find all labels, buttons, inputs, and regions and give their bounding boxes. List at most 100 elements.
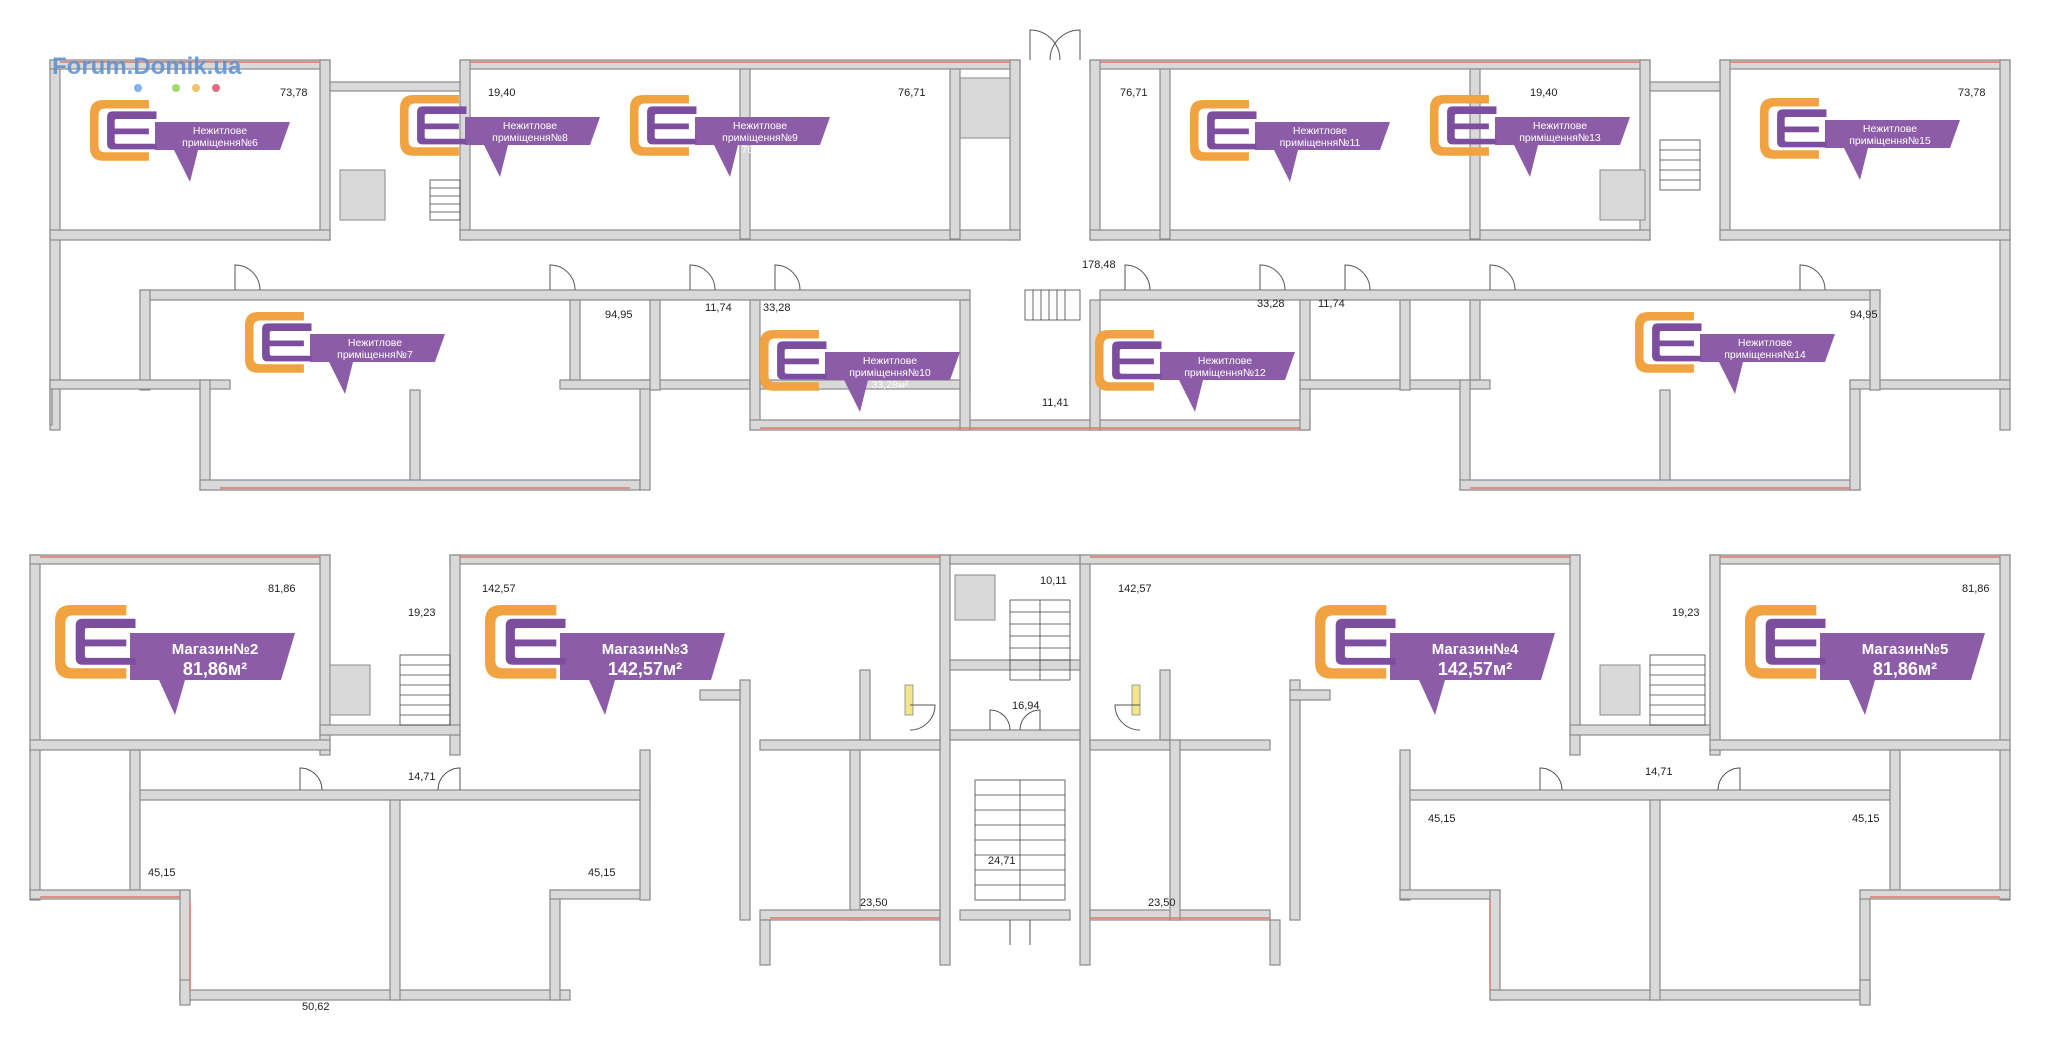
- shop-banner-2: Магазин№2 81,86м²: [55, 605, 295, 715]
- area-label: 76,71: [1120, 87, 1148, 99]
- area-label: 14,71: [1645, 766, 1673, 778]
- unit-subtitle: приміщення№15: [1849, 135, 1931, 147]
- watermark: Forum.Domik.ua: [52, 53, 242, 92]
- unit-title: Нежитлове: [1738, 337, 1792, 349]
- company-logo-icon: [400, 95, 467, 156]
- upper-area-labels: 73,78 19,40 76,71 76,71 19,40 73,78 178,…: [280, 87, 1986, 409]
- shop-area: 142,57м²: [608, 659, 682, 679]
- area-label: 11,41: [1042, 397, 1069, 409]
- unit-area: 33,28м²: [1207, 379, 1244, 391]
- area-label: 94,95: [1850, 309, 1878, 321]
- lower-floor-plan: [29, 554, 2011, 1006]
- unit-area: 19,40м²: [1542, 144, 1579, 156]
- area-label: 178,48: [1082, 259, 1116, 271]
- area-label: 33,28: [763, 302, 791, 314]
- watermark-dot-icon: [212, 84, 220, 92]
- unit-banner-11: Нежитлове приміщення№11 76,71м²: [1190, 100, 1390, 182]
- area-label: 10,11: [1040, 575, 1067, 587]
- area-label: 94,95: [605, 309, 633, 321]
- area-label: 45,15: [148, 867, 176, 879]
- company-logo-icon: [1190, 100, 1257, 161]
- area-label: 19,40: [1530, 87, 1558, 99]
- unit-area: 73,78м²: [202, 149, 239, 161]
- unit-subtitle: приміщення№7: [337, 349, 413, 361]
- unit-title: Нежитлове: [503, 120, 557, 132]
- shop-banner-5: Магазин№5 81,86м²: [1745, 605, 1985, 715]
- unit-subtitle: приміщення№14: [1724, 349, 1806, 361]
- unit-subtitle: приміщення№13: [1519, 132, 1601, 144]
- unit-title: Нежитлове: [733, 120, 787, 132]
- shop-name: Магазин№4: [1432, 641, 1519, 658]
- area-label: 23,50: [860, 897, 888, 909]
- area-label: 19,23: [1672, 607, 1700, 619]
- area-label: 19,23: [408, 607, 436, 619]
- unit-area: 33,28м²: [872, 379, 909, 391]
- unit-area: 19,40м²: [512, 144, 549, 156]
- unit-area: 76,71м²: [1302, 149, 1339, 161]
- company-logo-icon: [1315, 605, 1396, 679]
- lower-area-labels: 81,86 19,23 142,57 10,11 142,57 19,23 81…: [148, 575, 1990, 1013]
- unit-banner-13: Нежитлове приміщення№13 19,40м²: [1430, 95, 1630, 177]
- company-logo-icon: [485, 605, 566, 679]
- unit-subtitle: приміщення№11: [1280, 137, 1361, 149]
- company-logo-icon: [245, 312, 312, 373]
- area-label: 16,94: [1012, 700, 1040, 712]
- area-label: 81,86: [268, 583, 296, 595]
- unit-banner-6: Нежитлове приміщення№6 73,78м²: [90, 100, 290, 182]
- unit-area: 94,95м²: [1747, 361, 1784, 373]
- unit-subtitle: приміщення№6: [182, 137, 258, 149]
- unit-banner-9: Нежитлове приміщення№9 76,71м²: [630, 95, 830, 177]
- company-logo-icon: [90, 100, 157, 161]
- unit-title: Нежитлове: [193, 125, 247, 137]
- unit-banner-12: Нежитлове приміщення№12 33,28м²: [1095, 330, 1295, 412]
- unit-subtitle: приміщення№10: [849, 367, 931, 379]
- area-label: 33,28: [1257, 298, 1285, 310]
- unit-area: 94,95м²: [357, 361, 394, 373]
- unit-title: Нежитлове: [1198, 355, 1252, 367]
- area-label: 142,57: [1118, 583, 1152, 595]
- company-logo-icon: [1430, 95, 1497, 156]
- unit-banner-15: Нежитлове приміщення№15 73,78м²: [1760, 98, 1960, 180]
- company-logo-icon: [630, 95, 697, 156]
- area-label: 142,57: [482, 583, 516, 595]
- unit-title: Нежитлове: [348, 337, 402, 349]
- unit-banner-8: Нежитлове приміщення№8 19,40м²: [400, 95, 600, 177]
- area-label: 73,78: [1958, 87, 1986, 99]
- watermark-dot-icon: [172, 84, 180, 92]
- unit-banner-14: Нежитлове приміщення№14 94,95м²: [1635, 312, 1835, 394]
- area-label: 45,15: [1852, 813, 1880, 825]
- area-label: 50,62: [302, 1001, 330, 1013]
- company-logo-icon: [1745, 605, 1826, 679]
- company-logo-icon: [1095, 330, 1162, 391]
- unit-subtitle: приміщення№8: [492, 132, 568, 144]
- unit-subtitle: приміщення№12: [1184, 367, 1266, 379]
- area-label: 45,15: [1428, 813, 1456, 825]
- shop-area: 81,86м²: [1873, 659, 1937, 679]
- area-label: 14,71: [408, 771, 436, 783]
- unit-title: Нежитлове: [863, 355, 917, 367]
- unit-title: Нежитлове: [1533, 120, 1587, 132]
- watermark-dot-icon: [134, 84, 142, 92]
- company-logo-icon: [1635, 312, 1702, 373]
- unit-banner-7: Нежитлове приміщення№7 94,95м²: [245, 312, 445, 394]
- area-label: 76,71: [898, 87, 926, 99]
- company-logo-icon: [1760, 98, 1827, 159]
- upper-floor-plan: [49, 29, 2011, 491]
- shop-name: Магазин№3: [602, 641, 689, 658]
- unit-area: 73,78м²: [1872, 147, 1909, 159]
- area-label: 19,40: [488, 87, 516, 99]
- area-label: 11,74: [705, 302, 732, 314]
- area-label: 24,71: [988, 855, 1016, 867]
- shop-name: Магазин№2: [172, 641, 259, 658]
- unit-subtitle: приміщення№9: [722, 132, 798, 144]
- area-label: 73,78: [280, 87, 308, 99]
- watermark-dot-icon: [192, 84, 200, 92]
- shop-name: Магазин№5: [1862, 641, 1949, 658]
- unit-area: 76,71м²: [742, 144, 779, 156]
- shop-area: 81,86м²: [183, 659, 247, 679]
- watermark-text: Forum.Domik.ua: [52, 53, 242, 80]
- area-label: 23,50: [1148, 897, 1176, 909]
- unit-title: Нежитлове: [1863, 123, 1917, 135]
- unit-banner-10: Нежитлове приміщення№10 33,28м²: [760, 330, 960, 412]
